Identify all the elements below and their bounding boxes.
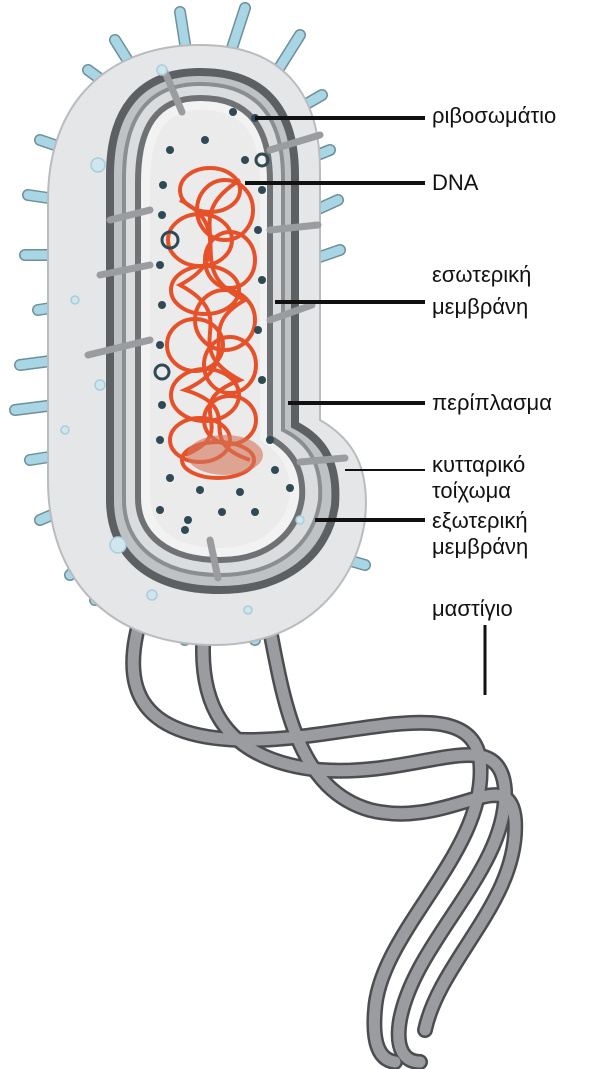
- label-inner-membrane: εσωτερική μεμβράνη: [432, 262, 531, 320]
- label-ribosome: ριβοσωμάτιο: [432, 103, 556, 129]
- label-periplasm: περίπλασμα: [432, 390, 552, 416]
- label-dna: DNA: [432, 170, 478, 196]
- label-cell-wall: κυτταρικό τοίχωμα: [432, 452, 525, 504]
- flagella: [133, 620, 515, 1062]
- label-outer-membrane: εξωτερική μεμβράνη: [432, 508, 528, 560]
- label-flagellum: μαστίγιο: [432, 596, 513, 622]
